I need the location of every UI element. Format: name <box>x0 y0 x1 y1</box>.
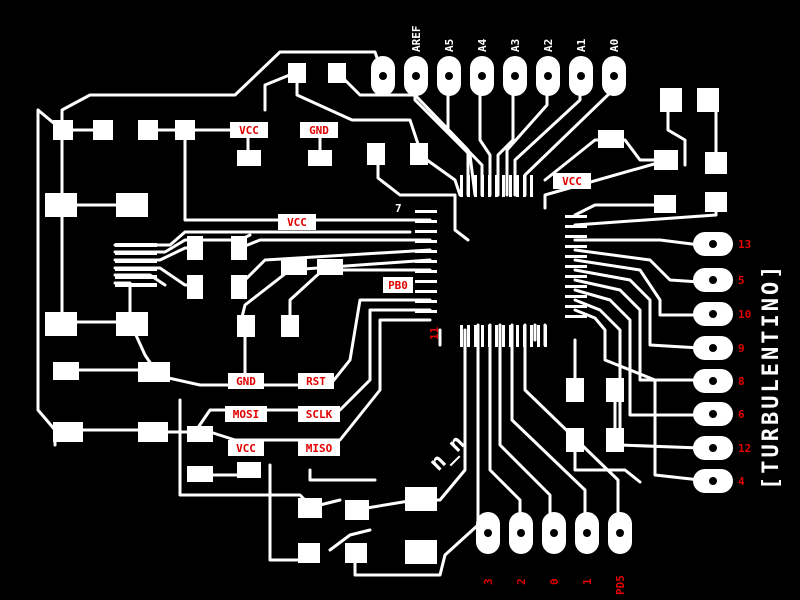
header-label-a3: A3 <box>509 39 522 52</box>
header-label-10: 10 <box>738 308 751 321</box>
header-label-3: 3 <box>482 578 495 585</box>
header-top-holes <box>379 72 618 80</box>
label-pin7: 7 <box>395 202 402 215</box>
smd-pads <box>45 63 727 564</box>
label-sclk: SCLK <box>306 408 333 421</box>
header-right-labels: 13 5 10 9 8 6 12 4 <box>738 238 751 488</box>
header-label-a2: A2 <box>542 39 555 52</box>
label-gnd-top: GND <box>309 124 329 137</box>
label-gnd-low: GND <box>236 375 256 388</box>
net-labels: VCC GND VCC VCC PB0 GND RST MOSI SCLK VC… <box>233 124 582 455</box>
header-label-9: 9 <box>738 342 745 355</box>
header-top-labels: AREF A5 A4 A3 A2 A1 A0 <box>410 26 621 53</box>
label-pb0: PB0 <box>388 279 408 292</box>
label-vcc-mid: VCC <box>287 216 307 229</box>
board-title: [TURBULENTINO] <box>759 263 784 490</box>
header-bottom-holes <box>484 529 624 537</box>
header-right-holes <box>709 240 717 485</box>
label-rst: RST <box>306 375 326 388</box>
header-label-a0: A0 <box>608 39 621 52</box>
header-label-a5: A5 <box>443 39 456 52</box>
header-bottom-pads <box>476 512 632 554</box>
header-label-12: 12 <box>738 442 751 455</box>
header-label-4: 4 <box>738 475 745 488</box>
label-pin11: 11 <box>428 326 441 340</box>
header-label-6: 6 <box>738 408 745 421</box>
header-label-a1: A1 <box>575 38 588 52</box>
header-label-2: 2 <box>515 578 528 585</box>
label-vcc-top: VCC <box>239 124 259 137</box>
header-label-5: 5 <box>738 274 745 287</box>
label-vcc-chip: VCC <box>562 175 582 188</box>
label-mosi: MOSI <box>233 408 260 421</box>
header-label-pd5: PD5 <box>614 575 627 595</box>
header-label-aref: AREF <box>410 26 423 53</box>
label-vcc-low: VCC <box>236 442 256 455</box>
header-bottom-labels: 3 2 0 1 PD5 <box>482 575 627 595</box>
label-miso: MISO <box>306 442 333 455</box>
header-label-8: 8 <box>738 375 745 388</box>
label-boxes <box>225 122 591 456</box>
header-label-1: 1 <box>581 578 594 585</box>
header-label-13: 13 <box>738 238 751 251</box>
header-label-0: 0 <box>548 578 561 585</box>
header-label-a4: A4 <box>476 38 489 52</box>
chip-pins <box>415 175 587 347</box>
